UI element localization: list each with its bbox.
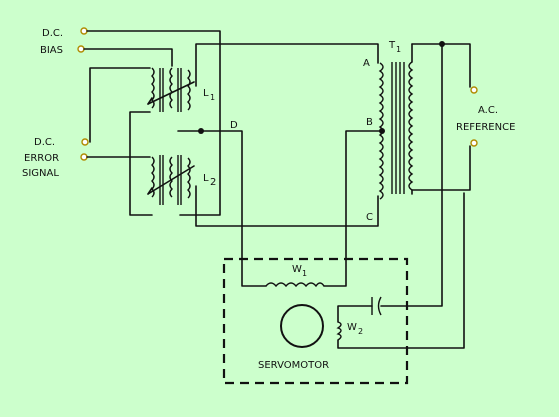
label-w1-letter: W [292,264,302,275]
servomotor-label: SERVOMOTOR [258,360,329,371]
ac-reference-label: A.C. REFERENCE [456,105,515,133]
dc-error-label-line2: ERROR [24,153,59,164]
wire-bias-second [83,48,173,67]
junction-dot-icon [379,128,385,134]
ac-reference-terminals [470,86,478,147]
saturation-arrow-l2-tip [147,187,153,195]
magnetic-amplifier-l2 [147,155,195,205]
label-w1-sub: 1 [302,269,307,278]
wire-node-d-to-w1 [177,130,267,287]
t1-primary-winding [378,62,384,200]
label-l1: L 1 [203,88,215,102]
terminal-icon [470,86,478,94]
motor-rotor-icon [280,304,324,348]
wire-error-upper [89,67,151,143]
junctions [198,41,445,134]
terminal-icon [470,139,478,147]
servomotor-enclosure [222,257,409,385]
wire-w1-to-b [323,130,383,287]
coil-l2-control [151,156,155,198]
terminal-icon [77,45,85,53]
saturation-arrow-l1-tip [147,97,153,105]
dc-error-label-line1: D.C. [34,137,55,148]
label-l1-sub: 1 [210,93,215,102]
transformer-t1 [378,43,414,200]
saturation-arrow-l1 [147,81,195,105]
wiring [83,30,471,349]
wire-to-capacitor [380,43,443,307]
junction-dot-icon [198,128,204,134]
label-w1: W 1 [292,264,307,278]
coil-l1-gate [187,69,191,111]
wire-l2-to-c [195,185,379,227]
magnetic-amplifier-l1 [147,67,195,112]
dc-error-terminals [80,138,89,161]
wire-secondary-top [411,43,471,88]
label-tap-c: C [366,212,373,223]
coil-l2-mid [169,156,173,198]
terminal-icon [80,27,88,35]
label-t1-sub: 1 [396,45,401,54]
saturation-arrow-l2 [147,165,195,195]
wire-secondary-bottom [411,145,471,191]
wire-capacitor-to-w2 [337,305,373,323]
ac-reference-label-line2: REFERENCE [456,122,515,133]
ac-reference-label-line1: A.C. [478,105,498,116]
label-l2-letter: L [203,173,209,184]
coil-l1-control [151,67,155,109]
dc-error-label-line3: SIGNAL [22,168,59,179]
label-node-d: D [230,120,238,131]
dc-error-signal-label: D.C. ERROR SIGNAL [22,137,59,179]
label-w2: W 2 [347,322,363,336]
label-l2: L 2 [203,173,216,188]
coil-l2-gate [187,157,191,199]
dc-bias-label: D.C. BIAS [40,28,63,56]
capacitor-icon [371,296,382,316]
winding-w1 [265,282,325,288]
t1-secondary-winding [408,61,414,191]
terminal-icon [81,138,89,146]
dc-bias-label-line2: BIAS [40,45,63,56]
winding-w2 [336,321,342,341]
terminal-icon [80,153,88,161]
coil-l1-mid [169,67,173,109]
wire-w2-return [337,192,465,349]
wire-top-to-a [195,43,379,87]
label-w2-sub: 2 [358,327,363,336]
label-t1: T 1 [388,40,401,54]
label-l1-letter: L [203,88,209,99]
dc-bias-label-line1: D.C. [42,28,63,39]
wire-bias-return [129,111,153,216]
label-w2-letter: W [347,322,357,333]
label-tap-a: A [363,58,370,69]
label-tap-b: B [366,117,373,128]
capacitor-plate-curved [377,296,382,316]
label-l2-sub: 2 [210,177,216,188]
label-t1-letter: T [388,40,396,51]
wire-bias-top [86,30,221,216]
junction-dot-icon [439,41,445,47]
